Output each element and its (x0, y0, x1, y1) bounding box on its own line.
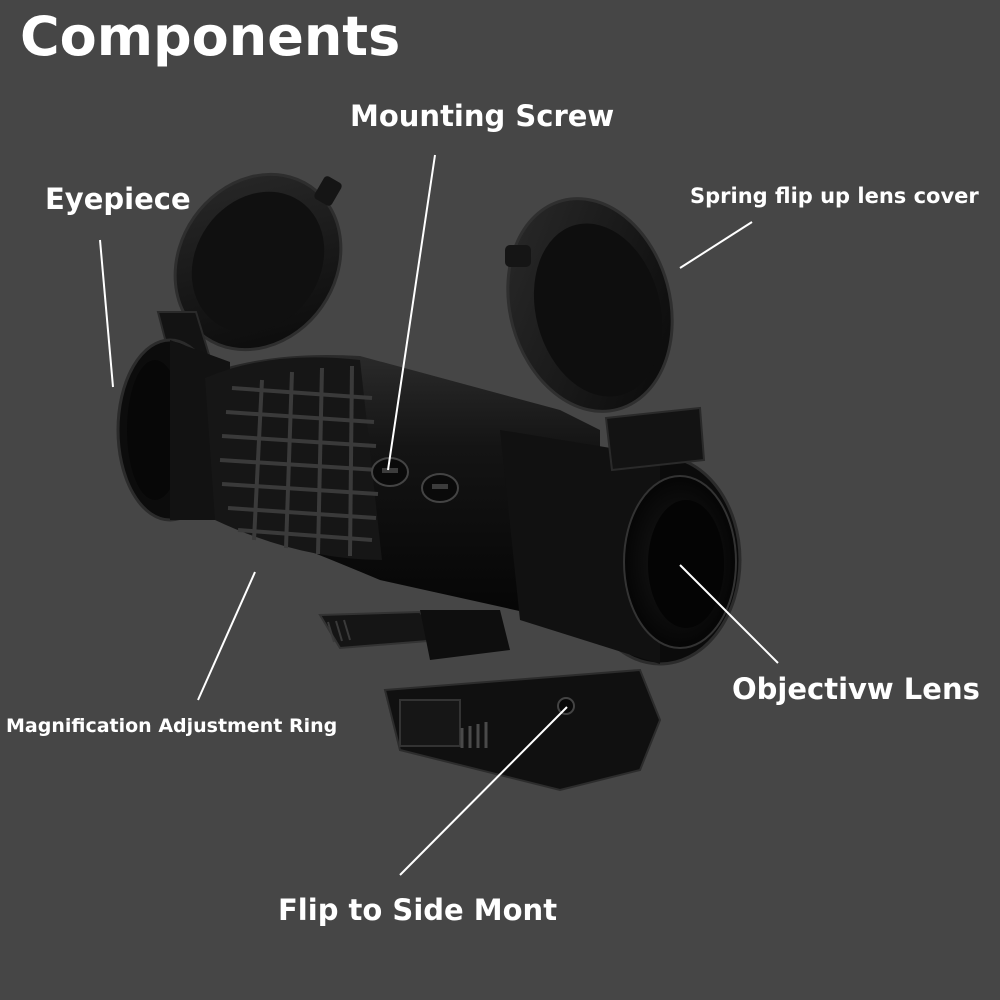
leader-line-objective-lens (679, 564, 779, 664)
leader-lines (99, 154, 779, 876)
spring-flip-lens-cover (505, 197, 706, 472)
mounting-screw-label: Mounting Screw (350, 99, 615, 133)
mounting-screws (371, 457, 459, 503)
leader-line-mounting-screw (387, 154, 436, 471)
objective-housing (500, 430, 742, 666)
magnification-ring-label: Magnification Adjustment Ring (6, 715, 338, 737)
magnification-ring (205, 357, 382, 560)
lens-cover-label: Spring flip up lens cover (690, 184, 979, 208)
leader-line-eyepiece (99, 239, 114, 388)
page-title: Components (20, 5, 401, 68)
flip-side-mount (318, 610, 662, 792)
flip-mount-label: Flip to Side Mont (278, 893, 558, 927)
eyepiece-lens-cap (156, 172, 343, 368)
leader-line-flip-mount (399, 706, 568, 876)
objective-lens-label: Objectivw Lens (732, 672, 980, 706)
leader-line-magnification-ring (197, 571, 256, 701)
eyepiece-label: Eyepiece (45, 182, 191, 216)
leader-line-lens-cover (679, 221, 753, 269)
